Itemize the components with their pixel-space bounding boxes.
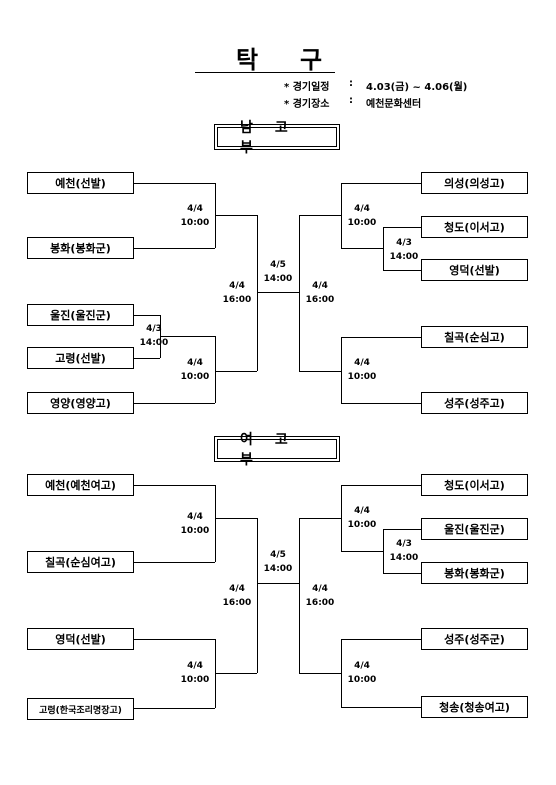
- bracket-line: [299, 518, 341, 519]
- boys-section-title: 남고부: [217, 120, 337, 156]
- boys-left-team-1: 예천(선발): [27, 172, 134, 194]
- venue-label: * 경기장소: [284, 99, 330, 110]
- bracket-line: [160, 336, 215, 337]
- bracket-line: [215, 673, 257, 674]
- bracket-line: [134, 183, 215, 184]
- boys-right-team-3: 영덕(선발): [421, 259, 528, 281]
- girls-right-team-2: 울진(울진군): [421, 518, 528, 540]
- bracket-line: [383, 529, 421, 530]
- page-title: 탁 구: [196, 40, 336, 74]
- bracket-line: [215, 215, 257, 216]
- venue-separator: :: [349, 95, 353, 106]
- boys-right-team-4: 칠곡(순심고): [421, 326, 528, 348]
- boys-left-team-4: 고령(선발): [27, 347, 134, 369]
- bracket-line: [215, 518, 257, 519]
- bracket-line: [134, 403, 215, 404]
- bracket-line: [341, 707, 421, 708]
- boys-left-team-3: 울진(울진군): [27, 304, 134, 326]
- bracket-line: [134, 248, 215, 249]
- boys-right-team-2: 청도(이서고): [421, 216, 528, 238]
- bracket-line: [257, 518, 258, 673]
- girls-left-team-4: 고령(한국조리명장고): [27, 698, 134, 720]
- girls-left-team-2: 칠곡(순심여고): [27, 551, 134, 573]
- bracket-line: [257, 215, 258, 371]
- bracket-line: [134, 708, 215, 709]
- bracket-line: [134, 358, 160, 359]
- schedule-value: 4.03(금) ~ 4.06(월): [366, 82, 468, 93]
- bracket-line: [215, 485, 216, 562]
- boys-right-team-1: 의성(의성고): [421, 172, 528, 194]
- schedule-label: * 경기일정: [284, 82, 330, 93]
- bracket-line: [341, 485, 421, 486]
- bracket-line: [299, 215, 300, 371]
- girls-left-team-3: 영덕(선발): [27, 628, 134, 650]
- bracket-line: [341, 248, 383, 249]
- boys-right-team-5: 성주(성주고): [421, 392, 528, 414]
- schedule-separator: :: [349, 78, 353, 89]
- bracket-line: [383, 227, 421, 228]
- bracket-line: [341, 337, 342, 403]
- title-char-1: 탁: [236, 46, 259, 74]
- bracket-line: [383, 573, 421, 574]
- girls-right-team-3: 봉화(봉화군): [421, 562, 528, 584]
- girls-left-team-1: 예천(예천여고): [27, 474, 134, 496]
- bracket-line: [341, 639, 342, 707]
- bracket-line: [299, 673, 341, 674]
- bracket-line: [257, 583, 299, 584]
- bracket-line: [341, 485, 342, 551]
- bracket-line: [299, 215, 341, 216]
- venue-value: 예천문화센터: [366, 99, 422, 110]
- bracket-line: [257, 292, 299, 293]
- title-underline: [195, 72, 335, 73]
- boys-left-team-2: 봉화(봉화군): [27, 237, 134, 259]
- bracket-line: [134, 485, 215, 486]
- girls-right-team-1: 청도(이서고): [421, 474, 528, 496]
- bracket-line: [341, 551, 383, 552]
- bracket-line: [299, 518, 300, 673]
- bracket-line: [341, 337, 421, 338]
- bracket-line: [215, 371, 257, 372]
- bracket-line: [341, 639, 421, 640]
- title-char-2: 구: [300, 46, 323, 74]
- girls-right-team-4: 성주(성주군): [421, 628, 528, 650]
- girls-right-team-5: 청송(청송여고): [421, 696, 528, 718]
- boys-left-team-5: 영양(영양고): [27, 392, 134, 414]
- bracket-line: [134, 315, 160, 316]
- bracket-line: [341, 183, 342, 248]
- bracket-line: [134, 562, 215, 563]
- girls-section-title: 여고부: [217, 432, 337, 468]
- bracket-line: [383, 227, 384, 270]
- bracket-line: [341, 183, 421, 184]
- bracket-line: [299, 371, 341, 372]
- bracket-line: [215, 336, 216, 403]
- bracket-line: [134, 639, 215, 640]
- bracket-line: [383, 529, 384, 573]
- boys-section-header: 남고부: [214, 120, 340, 156]
- girls-section-header: 여고부: [214, 432, 340, 468]
- bracket-line: [383, 270, 421, 271]
- bracket-line: [341, 403, 421, 404]
